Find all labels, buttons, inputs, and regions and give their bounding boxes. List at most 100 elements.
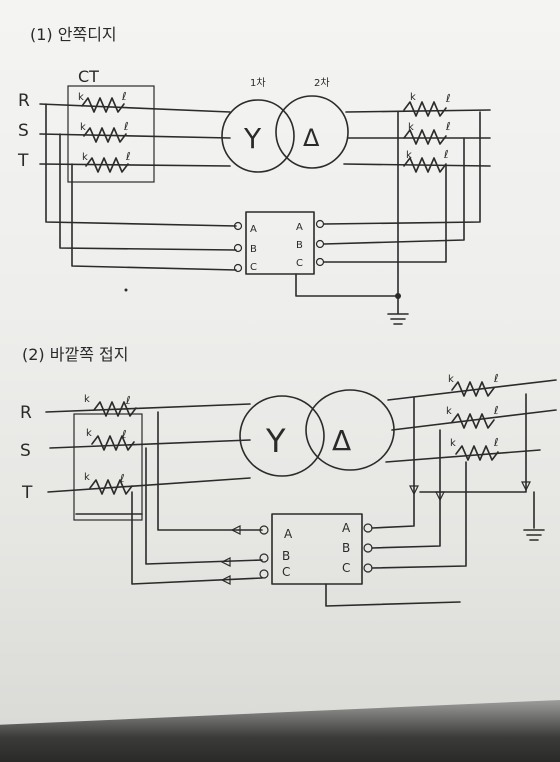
primary-label: 1차 <box>250 77 266 89</box>
ct2-coil-right-c: k ℓ <box>450 436 499 461</box>
ct-label: CT <box>78 67 99 86</box>
relay1-right-b: B <box>296 240 303 251</box>
delta2-symbol: Δ <box>332 424 351 457</box>
svg-text:ℓ: ℓ <box>121 90 127 103</box>
relay1-left-a: A <box>250 224 257 235</box>
ct-coil-right-b: k ℓ <box>403 120 451 145</box>
svg-text:ℓ: ℓ <box>125 394 131 407</box>
relay1-common <box>295 273 399 297</box>
ct-lead-t <box>71 163 237 271</box>
line2-b-secondary <box>391 409 557 431</box>
relay2-terminal-left-c <box>259 569 269 579</box>
relay2-terminal-left-b <box>259 553 269 563</box>
ct2-coil-right-b: k ℓ <box>446 404 499 429</box>
line2-t-primary <box>47 477 251 493</box>
ct-lead-s <box>59 133 237 251</box>
phase2-s-label: S <box>20 441 31 461</box>
svg-text:k: k <box>410 92 416 103</box>
phase-r-label: R <box>18 91 30 111</box>
svg-text:k: k <box>448 374 454 385</box>
ct2-coil-t: k ℓ <box>84 472 133 495</box>
section1-title: (1) 안쪽디지 <box>30 25 117 44</box>
svg-text:ℓ: ℓ <box>119 472 125 485</box>
line2-s-primary <box>49 439 251 449</box>
svg-text:k: k <box>86 428 92 439</box>
relay2-terminal-right-a <box>363 523 373 533</box>
svg-text:ℓ: ℓ <box>121 428 127 441</box>
relay1-terminal-left-a <box>233 221 243 231</box>
line-s-primary <box>39 133 231 139</box>
right-lead-c <box>323 165 447 263</box>
phase2-t-label: T <box>21 483 33 503</box>
ground-symbol-2 <box>523 529 545 541</box>
transformer2-primary-winding <box>239 395 325 477</box>
delta-symbol: Δ <box>303 124 320 152</box>
ground-symbol-1 <box>387 295 409 325</box>
svg-text:k: k <box>446 406 452 417</box>
right-lead-a <box>323 111 481 225</box>
relay2-left-c: C <box>282 565 290 579</box>
relay1-terminal-left-c <box>233 263 243 273</box>
line2-r-primary <box>45 403 251 413</box>
transformer-primary-winding <box>221 99 295 173</box>
ct-coil-right-c: k ℓ <box>403 148 449 173</box>
arrow-a <box>230 525 241 535</box>
arrow-r1 <box>409 485 419 496</box>
relay1-left-b: B <box>250 244 257 255</box>
relay2-terminal-left-a <box>259 525 269 535</box>
ct-coil-t: k ℓ <box>82 150 131 173</box>
line2-a-secondary <box>387 379 557 401</box>
line-r-primary <box>39 103 231 113</box>
arrow-b <box>220 557 231 567</box>
relay1-terminal-left-b <box>233 243 243 253</box>
relay-box-1 <box>245 211 315 275</box>
svg-text:ℓ: ℓ <box>445 120 451 133</box>
relay2-terminal-right-c <box>363 563 373 573</box>
svg-text:k: k <box>78 92 84 103</box>
ct-coil-right-a: k ℓ <box>403 92 451 117</box>
section2-title: (2) 바깥쪽 접지 <box>22 345 128 364</box>
right2-lead-a <box>371 397 415 529</box>
transformer-secondary-winding <box>275 95 349 169</box>
relay1-left-c: C <box>250 262 257 273</box>
phase-t-label: T <box>17 151 29 171</box>
line2-c-secondary <box>385 449 541 463</box>
relay2-right-c: C <box>342 561 350 575</box>
relay1-terminal-right-b <box>315 239 325 249</box>
ink-dot <box>124 288 128 292</box>
svg-text:ℓ: ℓ <box>445 92 451 105</box>
svg-text:k: k <box>84 472 90 483</box>
relay2-left-a: A <box>284 527 293 541</box>
relay1-right-c: C <box>296 258 303 269</box>
phase2-r-label: R <box>20 403 32 423</box>
right2-lead-c <box>371 461 467 569</box>
svg-text:k: k <box>450 438 456 449</box>
ct2-enclosure <box>73 413 143 521</box>
ct2-coil-right-a: k ℓ <box>448 372 499 397</box>
svg-text:ℓ: ℓ <box>493 372 499 385</box>
relay2-terminal-right-b <box>363 543 373 553</box>
ct2-coil-r: k ℓ <box>84 394 137 417</box>
svg-text:ℓ: ℓ <box>493 404 499 417</box>
arrow-c <box>220 575 231 585</box>
svg-text:ℓ: ℓ <box>123 120 129 133</box>
right-lead-b <box>323 137 465 245</box>
relay2-right-b: B <box>342 541 350 555</box>
relay2-right-a: A <box>342 521 351 535</box>
svg-text:k: k <box>80 122 86 133</box>
ct2-coil-s: k ℓ <box>86 428 135 451</box>
ct-lead-r <box>45 103 237 227</box>
phase-s-label: S <box>18 121 29 141</box>
relay1-terminal-right-a <box>315 219 325 229</box>
ct2-lead-s <box>145 447 263 565</box>
ct2-lead-r <box>157 411 263 531</box>
ct-coil-s: k ℓ <box>80 120 129 143</box>
right2-lead-b <box>371 429 441 549</box>
relay1-terminal-right-c <box>315 257 325 267</box>
svg-text:k: k <box>406 150 412 161</box>
ct-coil-r: k ℓ <box>78 90 127 113</box>
arrow-r3 <box>521 481 531 492</box>
right2-neutral <box>419 393 527 493</box>
relay1-right-a: A <box>296 222 303 233</box>
